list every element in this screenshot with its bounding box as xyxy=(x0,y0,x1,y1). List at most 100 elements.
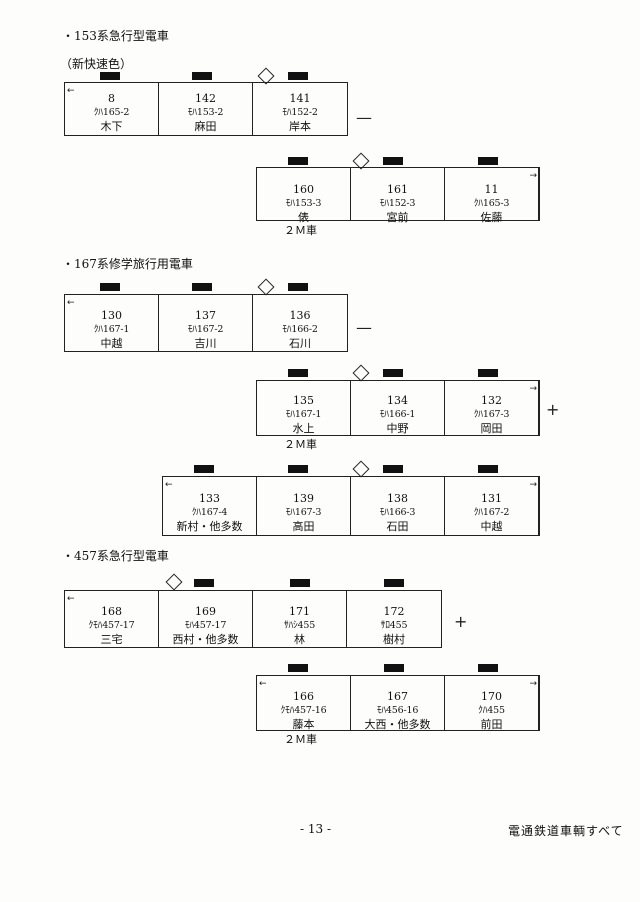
direction-left-arrow-icon: ← xyxy=(67,298,75,308)
car-owner: 大西・他多数 xyxy=(364,718,431,731)
car-type: ｸﾓﾊ457-17 xyxy=(88,620,135,631)
car-type: ｸﾊ167-4 xyxy=(191,507,228,518)
car-owner: 石川 xyxy=(289,337,311,350)
car-owner: 岸本 xyxy=(289,120,311,133)
connector-plus: + xyxy=(546,400,560,419)
car-owner: 石田 xyxy=(386,520,409,533)
car-type: ｸﾊ165-2 xyxy=(93,107,130,118)
section-title-153: ・153系急行型電車 xyxy=(62,29,169,43)
note-2m: ２Ｍ車 xyxy=(284,438,317,451)
car-owner: 樹村 xyxy=(383,633,405,646)
pantograph-icon xyxy=(384,579,404,587)
diamond-icon xyxy=(352,460,370,478)
pantograph-icon xyxy=(100,72,120,80)
direction-right-arrow-icon: → xyxy=(529,384,537,394)
car-owner: 三宅 xyxy=(100,633,123,646)
diamond-icon xyxy=(352,364,370,382)
car-owner: 西村・他多数 xyxy=(172,633,239,646)
car: 166 ｸﾓﾊ457-16 藤本 xyxy=(257,676,351,731)
car-number: 171 xyxy=(289,605,310,618)
car: 8 ｸﾊ165-2 木下 xyxy=(65,83,159,135)
car-number: 166 xyxy=(293,690,314,703)
car-number: 137 xyxy=(195,309,216,322)
car-number: 172 xyxy=(383,605,405,618)
car-type: ﾓﾊ152-3 xyxy=(379,198,416,209)
car-type: ﾓﾊ166-2 xyxy=(282,324,318,335)
car-owner: 中越 xyxy=(100,337,123,350)
car: 136 ﾓﾊ166-2 石川 xyxy=(253,295,347,351)
car-number: 142 xyxy=(195,92,216,105)
car-owner: 高田 xyxy=(292,520,315,533)
car-type: ｻﾛ455 xyxy=(380,620,408,631)
pantograph-icon xyxy=(478,465,498,473)
car-number: 160 xyxy=(293,183,314,196)
pantograph-icon xyxy=(288,283,308,291)
section-title-167: ・167系修学旅行用電車 xyxy=(62,257,193,271)
car-number: 136 xyxy=(289,309,311,322)
car-number: 134 xyxy=(387,394,408,407)
direction-right-arrow-icon: → xyxy=(529,480,537,490)
car-owner: 林 xyxy=(294,633,305,646)
car-type: ﾓﾊ166-1 xyxy=(379,409,416,420)
note-2m: ２Ｍ車 xyxy=(284,224,317,237)
pantograph-icon xyxy=(192,72,212,80)
connector-dash: — xyxy=(356,108,372,127)
pantograph-icon xyxy=(288,664,308,672)
car-type: ﾓﾊ153-2 xyxy=(187,107,224,118)
car: 171 ｻﾊｼ455 林 xyxy=(253,591,347,647)
pantograph-icon xyxy=(383,157,403,165)
car-owner: 前田 xyxy=(480,718,503,731)
car-number: 161 xyxy=(387,183,408,196)
direction-left-arrow-icon: ← xyxy=(67,86,75,96)
footer-title: 電通鉄道車輌すべて xyxy=(508,824,624,838)
car-number: 11 xyxy=(484,183,499,196)
pantograph-icon xyxy=(194,579,214,587)
connector-plus: + xyxy=(454,612,468,631)
car-owner: 麻田 xyxy=(194,120,217,133)
car-owner: 俵 xyxy=(298,211,309,224)
pantograph-icon xyxy=(383,465,403,473)
car-type: ﾓﾊ166-3 xyxy=(379,507,416,518)
car-type: ﾓﾊ167-3 xyxy=(285,507,322,518)
pantograph-icon xyxy=(478,157,498,165)
car-number: 8 xyxy=(108,92,115,105)
car-number: 130 xyxy=(101,309,122,322)
car-owner: 佐藤 xyxy=(480,211,503,224)
car-type: ｸﾓﾊ457-16 xyxy=(280,705,327,716)
car-owner: 宮前 xyxy=(386,211,409,224)
car-owner: 木下 xyxy=(100,120,123,133)
car-type: ﾓﾊ456-16 xyxy=(376,705,419,716)
car-owner: 藤本 xyxy=(292,718,315,731)
pantograph-icon xyxy=(383,369,403,377)
car-number: 141 xyxy=(289,92,311,105)
car: 170 ｸﾊ455 前田 xyxy=(445,676,539,731)
car-number: 167 xyxy=(387,690,408,703)
car: 160 ﾓﾊ153-3 俵 xyxy=(257,168,351,224)
car-number: 169 xyxy=(195,605,216,618)
direction-left-arrow-icon: ← xyxy=(67,594,75,604)
car-type: ﾓﾊ167-2 xyxy=(187,324,224,335)
connector-dash: — xyxy=(356,318,372,337)
car-number: 170 xyxy=(481,690,502,703)
car-type: ｻﾊｼ455 xyxy=(283,620,316,631)
car-type: ｸﾊ455 xyxy=(478,705,505,716)
car-owner: 水上 xyxy=(292,422,315,435)
pantograph-icon xyxy=(288,72,308,80)
direction-right-arrow-icon: → xyxy=(529,171,537,181)
pantograph-icon xyxy=(288,369,308,377)
car-type: ｸﾊ167-3 xyxy=(473,409,510,420)
car-number: 132 xyxy=(481,394,502,407)
car-type: ﾓﾊ153-3 xyxy=(285,198,322,209)
